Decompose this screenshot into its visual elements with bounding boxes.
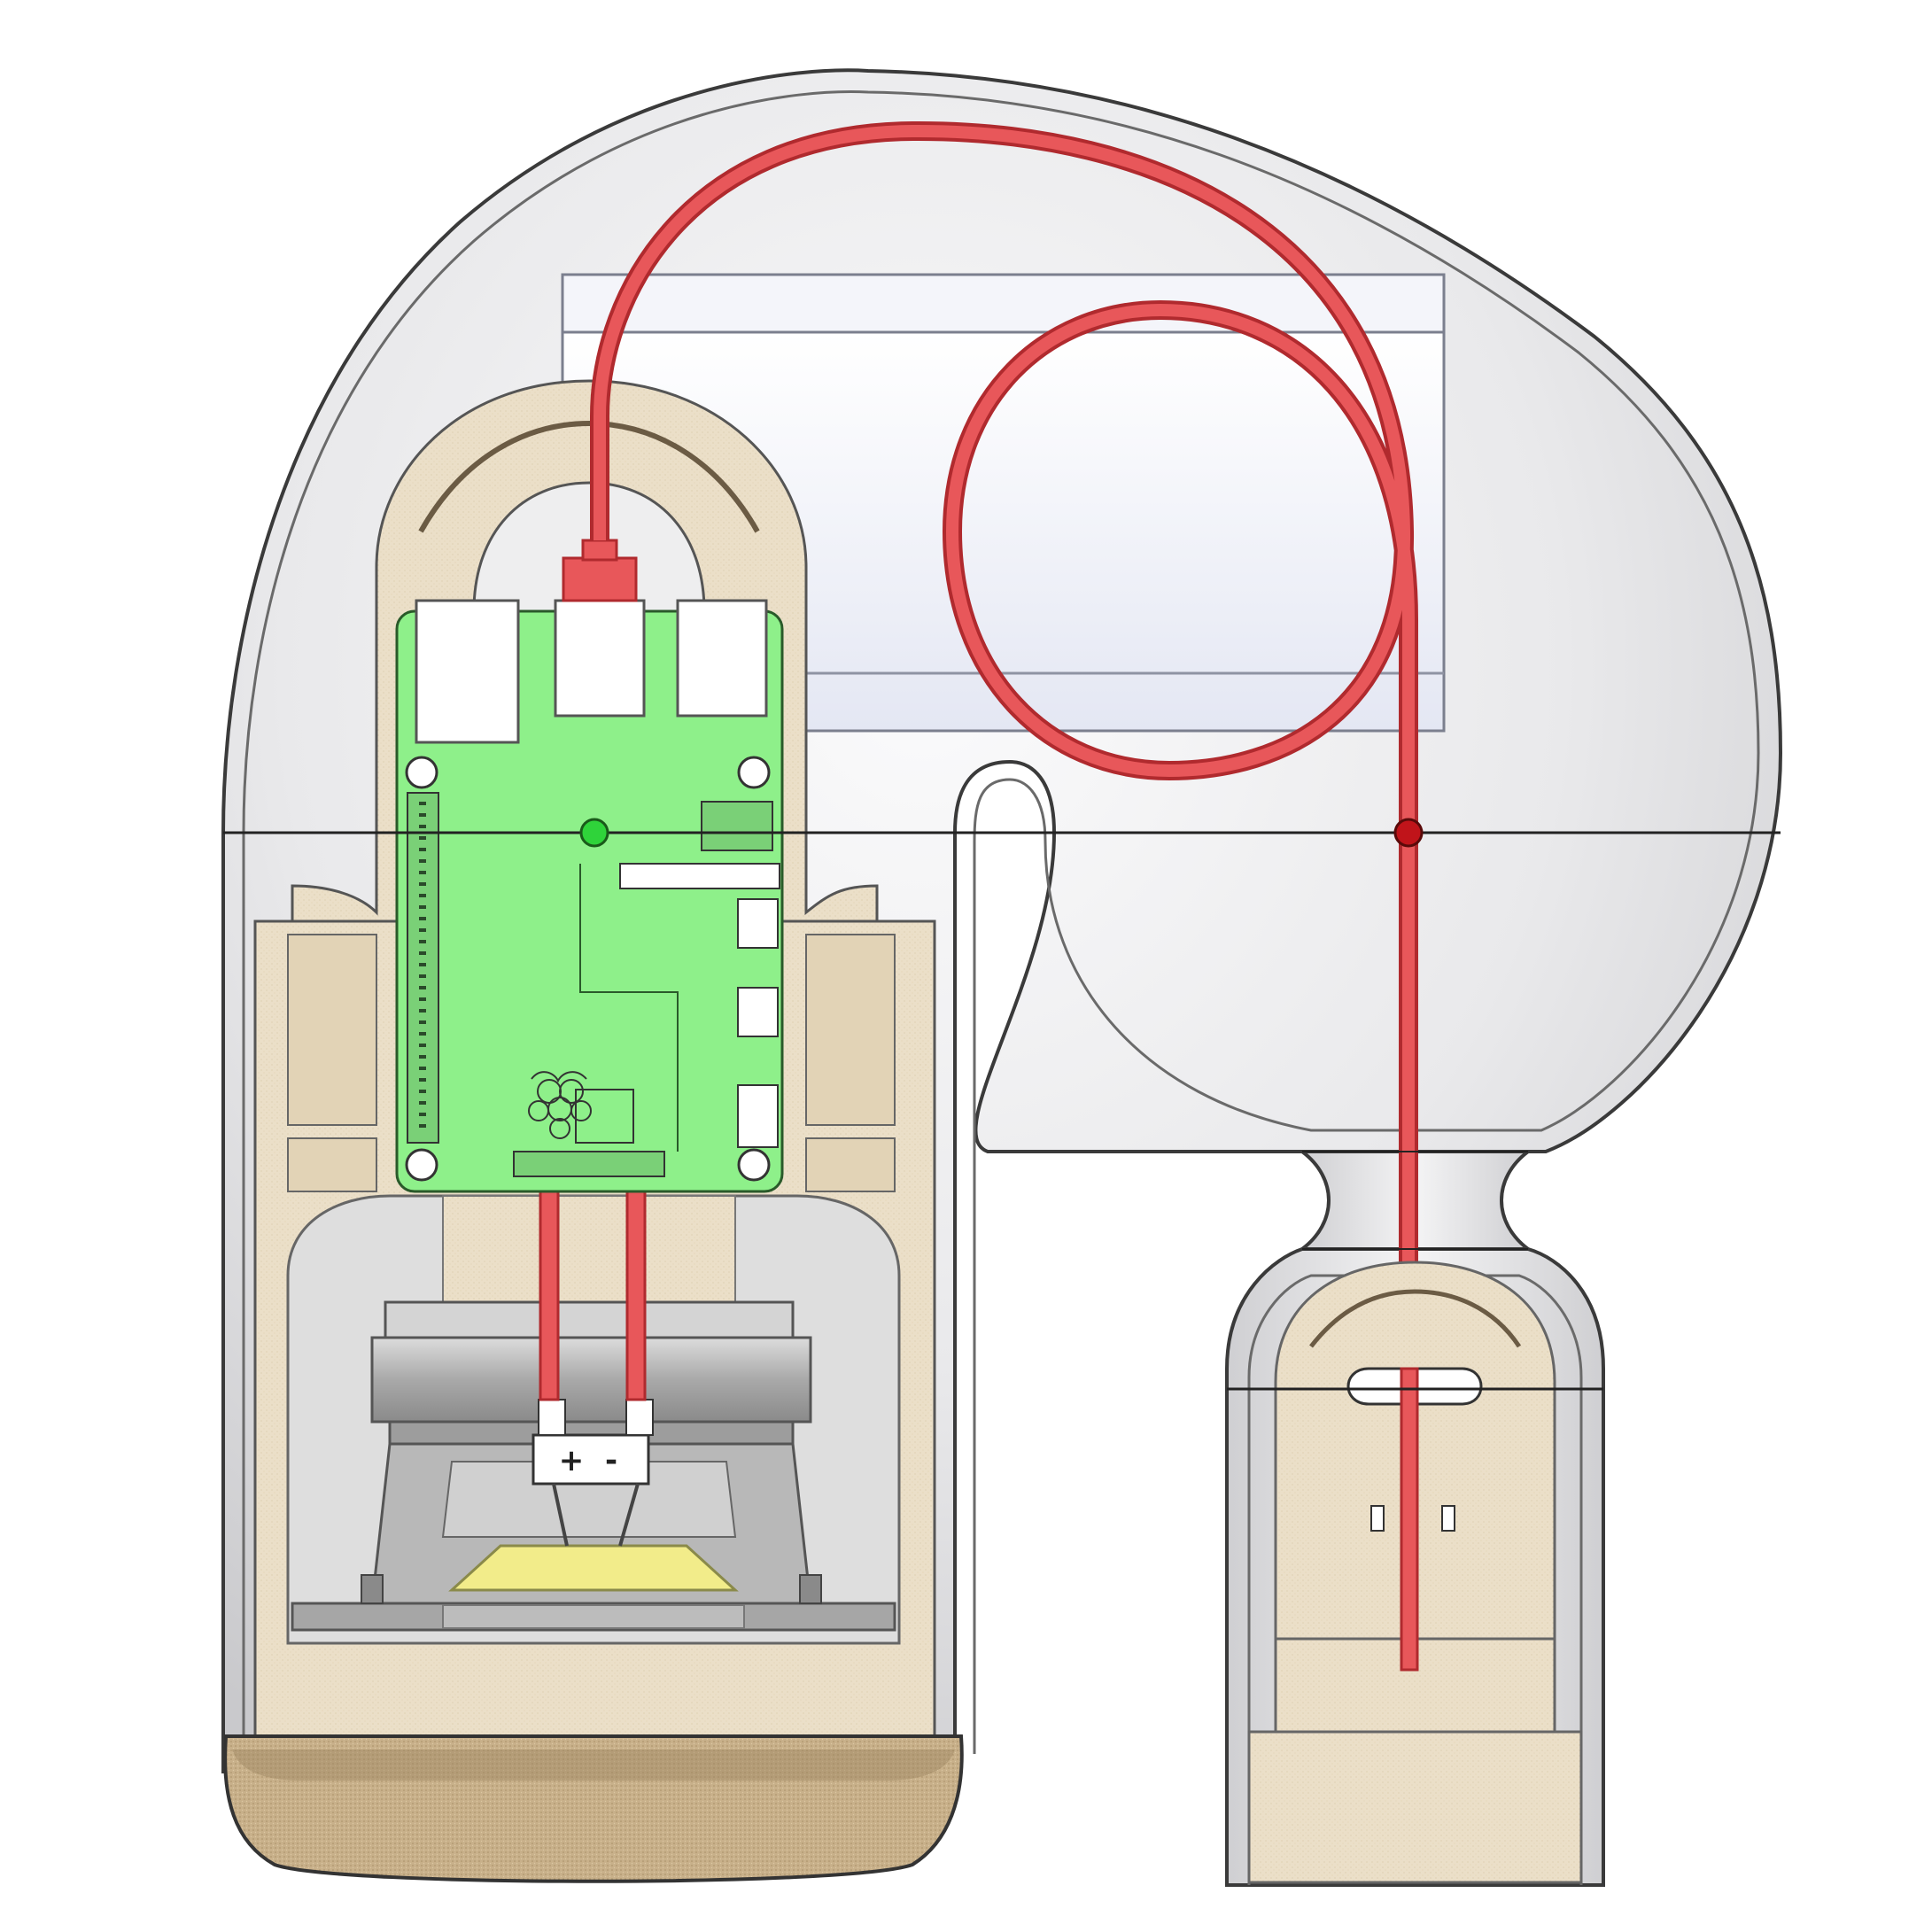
- cork-base-shade: [232, 1750, 955, 1781]
- terminal-tab-left: [538, 1399, 566, 1436]
- terminal-block: [531, 1433, 650, 1486]
- terminal-negative-label: -: [605, 1443, 617, 1478]
- reference-point-red: [1393, 818, 1424, 848]
- mic-holder-groove: [1309, 1289, 1522, 1348]
- cork-base-icon: [223, 1734, 964, 1883]
- speaker-magnet-top: [384, 1300, 795, 1339]
- mic-slot-left: [1370, 1505, 1385, 1532]
- terminal-tab-right: [625, 1399, 654, 1436]
- mic-holder-base: [1247, 1730, 1583, 1884]
- usb-plug-neck: [581, 539, 618, 562]
- lead-wire-right: [618, 1483, 640, 1547]
- mic-slot-right: [1441, 1505, 1455, 1532]
- mic-cable-segment: [1400, 1367, 1419, 1672]
- pi-camera-connector: [513, 1151, 665, 1177]
- pi-connector-d: [737, 987, 779, 1037]
- pi-usb-port-left: [415, 599, 520, 744]
- frame-rib-left: [287, 934, 377, 1126]
- pi-board-outline-trace: [579, 864, 679, 1152]
- shell-inner-edge: [242, 90, 1760, 1754]
- speaker-wire-right: [625, 1190, 647, 1401]
- pi-mount-hole-bl: [405, 1148, 438, 1182]
- frame-rib-right-2: [805, 1137, 896, 1192]
- reference-point-green: [579, 818, 609, 848]
- pi-connector-c: [737, 898, 779, 949]
- frame-arch-groove: [418, 420, 760, 533]
- pi-mount-hole-tr: [737, 756, 771, 789]
- speaker-cone: [448, 1544, 739, 1592]
- frame-rib-left-2: [287, 1137, 377, 1192]
- microphone-stem-icon: [1247, 1261, 1583, 1884]
- pi-connector-e: [737, 1084, 779, 1148]
- speaker-wire-left: [539, 1190, 560, 1401]
- speaker-magnet: [370, 1336, 812, 1424]
- pi-mount-hole-tl: [405, 756, 438, 789]
- screw-right: [799, 1574, 822, 1604]
- raspberry-pi-board-icon: [395, 599, 784, 1193]
- frame-rib-right: [805, 934, 896, 1126]
- speaker-frame-plate-inner: [442, 1604, 745, 1629]
- pi-connector-a: [701, 801, 773, 851]
- pi-usb-port-mid: [554, 599, 646, 718]
- speaker-wires-icon: [539, 1190, 647, 1401]
- screw-left: [361, 1574, 384, 1604]
- terminal-positive-label: +: [559, 1443, 585, 1478]
- section-line-icon: [223, 818, 1781, 1391]
- frame-center-post: [442, 1195, 736, 1312]
- usb-plug: [562, 556, 638, 602]
- pi-logo-frame: [575, 1089, 634, 1144]
- lead-wire-left: [552, 1483, 569, 1547]
- pi-mount-hole-br: [737, 1148, 771, 1182]
- usb-cable-icon: [562, 120, 1418, 1506]
- raspberry-logo-icon: [528, 1071, 592, 1139]
- pi-usb-port-right: [676, 599, 768, 718]
- usb-cable-core: [594, 124, 1415, 1506]
- speaker-driver-icon: + -: [291, 1300, 896, 1632]
- pi-connector-b: [619, 863, 780, 889]
